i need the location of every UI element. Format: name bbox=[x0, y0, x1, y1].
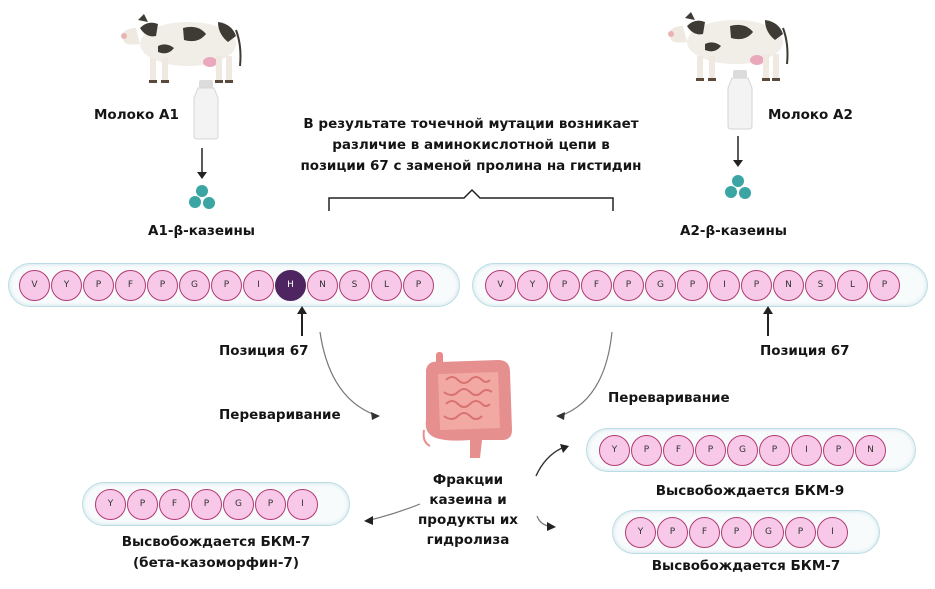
amino-acid-bead: P bbox=[191, 488, 222, 520]
mutation-note: В результате точечной мутации возникает … bbox=[296, 114, 646, 177]
position-a1-label: Позиция 67 bbox=[219, 343, 309, 359]
amino-acid-bead: V bbox=[485, 269, 516, 301]
amino-acid-bead: F bbox=[115, 269, 146, 301]
cow-a1-icon bbox=[121, 14, 242, 83]
amino-acid-bead: P bbox=[677, 269, 708, 301]
amino-acid-bead: P bbox=[83, 269, 114, 301]
amino-acid-bead: P bbox=[759, 434, 790, 466]
amino-acid-bead: P bbox=[741, 269, 772, 301]
amino-acid-bead: P bbox=[147, 269, 178, 301]
milk-a1-label: Молоко А1 bbox=[94, 107, 179, 123]
amino-acid-bead: P bbox=[631, 434, 662, 466]
amino-acid-bead: G bbox=[645, 269, 676, 301]
amino-acid-bead: N bbox=[307, 269, 338, 301]
amino-acid-bead: P bbox=[721, 516, 752, 548]
casein-dots-a1-icon bbox=[189, 185, 215, 209]
arrow-up-position-a2 bbox=[763, 306, 773, 336]
digestion-a2-label: Переваривание bbox=[608, 390, 730, 406]
amino-acid-bead: I bbox=[709, 269, 740, 301]
hydrolysis-line-1: Фракции bbox=[432, 472, 504, 488]
mutation-note-line-3: позиции 67 с заменой пролина на гистидин bbox=[300, 158, 642, 174]
cow-a2-icon bbox=[668, 12, 789, 81]
amino-acid-bead: V bbox=[19, 269, 50, 301]
amino-acid-bead: I bbox=[243, 269, 274, 301]
amino-acid-bead: Y bbox=[95, 488, 126, 520]
amino-acid-bead: P bbox=[127, 488, 158, 520]
amino-acid-bead: F bbox=[159, 488, 190, 520]
amino-acid-bead: F bbox=[581, 269, 612, 301]
amino-acid-bead-mutated: H bbox=[275, 269, 306, 301]
hydrolysis-line-3: продукты их bbox=[417, 512, 519, 528]
amino-acid-bead: P bbox=[549, 269, 580, 301]
casein-a1-label: А1-β-казеины bbox=[148, 223, 255, 239]
bkm7-right-label: Высвобождается БКМ-7 bbox=[651, 558, 841, 574]
amino-acid-bead: P bbox=[695, 434, 726, 466]
amino-acid-bead: N bbox=[773, 269, 804, 301]
amino-acid-bead: P bbox=[613, 269, 644, 301]
arrow-up-position-a1 bbox=[297, 306, 307, 336]
amino-acid-bead: G bbox=[179, 269, 210, 301]
amino-acid-bead: Y bbox=[599, 434, 630, 466]
bkm7-left-line-1: Высвобождается БКМ-7 bbox=[121, 534, 311, 550]
amino-acid-bead: F bbox=[663, 434, 694, 466]
amino-acid-bead: P bbox=[211, 269, 242, 301]
milk-bottle-a1-icon bbox=[193, 80, 219, 140]
amino-acid-bead: P bbox=[255, 488, 286, 520]
bkm9-label: Высвобождается БКМ-9 bbox=[655, 483, 845, 499]
digestion-a1-label: Переваривание bbox=[219, 407, 341, 423]
amino-acid-bead: P bbox=[869, 269, 900, 301]
amino-acid-bead: G bbox=[223, 488, 254, 520]
amino-acid-bead: F bbox=[689, 516, 720, 548]
amino-acid-bead: L bbox=[371, 269, 402, 301]
amino-acid-bead: N bbox=[855, 434, 886, 466]
milk-bottle-a2-icon bbox=[727, 70, 753, 130]
intestine-icon bbox=[422, 352, 512, 458]
amino-acid-bead: P bbox=[823, 434, 854, 466]
amino-acid-bead: S bbox=[805, 269, 836, 301]
casein-dots-a2-icon bbox=[725, 175, 751, 199]
amino-acid-bead: G bbox=[753, 516, 784, 548]
amino-acid-bead: I bbox=[791, 434, 822, 466]
casein-a2-label: А2-β-казеины bbox=[680, 223, 787, 239]
mutation-note-line-2: различие в аминокислотной цепи в bbox=[332, 137, 610, 153]
amino-acid-bead: S bbox=[339, 269, 370, 301]
amino-acid-bead: P bbox=[657, 516, 688, 548]
arrow-down-a2 bbox=[733, 136, 743, 167]
position-a2-label: Позиция 67 bbox=[760, 343, 850, 359]
bkm7-left-line-2: (бета-казоморфин-7) bbox=[132, 555, 299, 571]
amino-acid-bead: G bbox=[727, 434, 758, 466]
amino-acid-bead: I bbox=[287, 488, 318, 520]
bracket bbox=[328, 188, 614, 211]
arrow-down-a1 bbox=[197, 148, 207, 179]
amino-acid-bead: Y bbox=[51, 269, 82, 301]
milk-a2-label: Молоко А2 bbox=[768, 107, 853, 123]
hydrolysis-label: Фракции казеина и продукты их гидролиза bbox=[408, 470, 528, 550]
hydrolysis-line-2: казеина и bbox=[429, 492, 507, 508]
mutation-note-line-1: В результате точечной мутации возникает bbox=[303, 116, 639, 132]
amino-acid-bead: I bbox=[817, 516, 848, 548]
amino-acid-bead: Y bbox=[625, 516, 656, 548]
amino-acid-bead: L bbox=[837, 269, 868, 301]
bkm7-left-label: Высвобождается БКМ-7 (бета-казоморфин-7) bbox=[96, 532, 336, 574]
hydrolysis-line-4: гидролиза bbox=[426, 532, 510, 548]
amino-acid-bead: Y bbox=[517, 269, 548, 301]
amino-acid-bead: P bbox=[785, 516, 816, 548]
amino-acid-bead: P bbox=[403, 269, 434, 301]
